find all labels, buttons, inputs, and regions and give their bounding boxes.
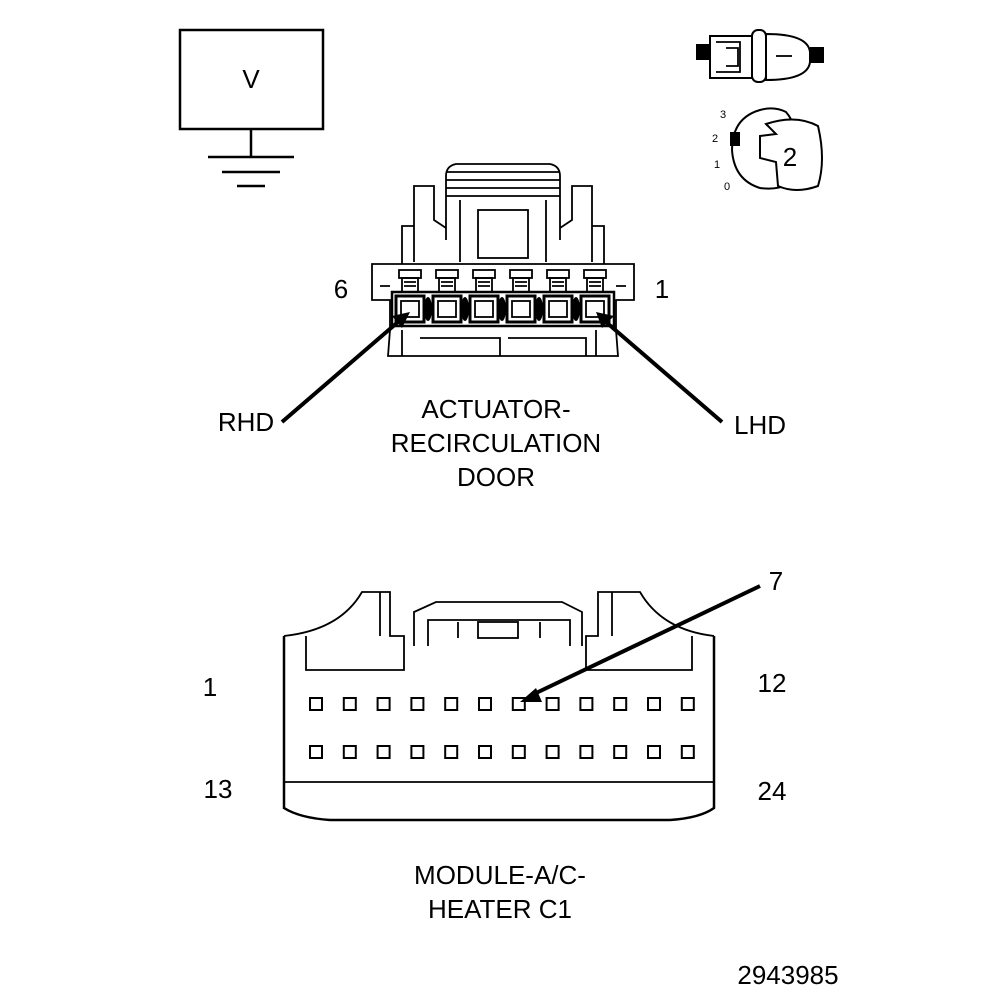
- actuator-terminal-divider: [535, 297, 543, 321]
- module-name-line-1: MODULE-A/C-: [414, 860, 586, 890]
- module-cavity: [680, 697, 695, 711]
- module-cavity: [680, 745, 695, 759]
- ground-icon: [208, 155, 294, 188]
- module-cavity: [309, 697, 323, 711]
- module-cavity: [478, 745, 492, 759]
- rhd-label: RHD: [218, 407, 274, 437]
- module-cavity: [579, 745, 594, 759]
- actuator-name-line-1: ACTUATOR-: [421, 394, 570, 424]
- module-cavity: [478, 697, 492, 711]
- module-cavity: [647, 745, 661, 759]
- actuator-terminal: [542, 269, 574, 324]
- voltmeter-label: V: [242, 64, 260, 94]
- module-cavity: [647, 697, 661, 711]
- figure-id: 2943985: [737, 960, 838, 990]
- module-cavity: [545, 745, 560, 759]
- actuator-terminal-divider: [572, 297, 580, 321]
- actuator-connector-name: ACTUATOR- RECIRCULATION DOOR: [391, 394, 601, 492]
- actuator-pin-1-label: 1: [655, 274, 669, 304]
- actuator-terminal: [468, 269, 500, 324]
- module-cavity: [410, 697, 425, 711]
- position-tick-1: 1: [714, 159, 720, 171]
- module-pin-1-label: 1: [203, 672, 217, 702]
- module-cavity: [342, 697, 357, 711]
- module-cavity: [579, 697, 594, 711]
- module-cavity: [376, 697, 391, 711]
- callout-arrow-rhd: [280, 312, 410, 424]
- actuator-pin-6-label: 6: [334, 274, 348, 304]
- actuator-terminal: [505, 269, 537, 324]
- actuator-connector: [371, 163, 635, 357]
- module-cavity: [376, 745, 391, 759]
- actuator-terminal-divider: [461, 297, 469, 321]
- module-cavity: [545, 697, 560, 711]
- actuator-terminal-divider: [424, 297, 432, 321]
- module-pin-24-label: 24: [758, 776, 787, 806]
- actuator-name-line-3: DOOR: [457, 462, 535, 492]
- module-cavity: [309, 745, 323, 759]
- module-cavity: [342, 745, 357, 759]
- module-cavity: [410, 745, 425, 759]
- position-tick-2: 2: [712, 133, 718, 145]
- position-tick-0: 0: [724, 181, 730, 193]
- lhd-label: LHD: [734, 410, 786, 440]
- module-cavity: [444, 745, 459, 759]
- module-pin-7-callout-label: 7: [769, 566, 783, 596]
- callout-arrow-pin-7: [520, 584, 761, 702]
- callout-arrow-lhd: [596, 312, 724, 424]
- voltmeter-symbol: V: [178, 28, 325, 188]
- module-cavity: [444, 697, 459, 711]
- module-cavity: [511, 745, 526, 759]
- module-connector: [282, 591, 716, 822]
- module-pin-13-label: 13: [204, 774, 233, 804]
- position-selected: 2: [783, 142, 797, 172]
- module-cavity: [613, 697, 628, 711]
- connector-mating-icon: [696, 29, 824, 83]
- position-indicator-icon: 3 2 1 0 2: [712, 107, 823, 193]
- module-pin-12-label: 12: [758, 668, 787, 698]
- actuator-name-line-2: RECIRCULATION: [391, 428, 601, 458]
- actuator-terminal-divider: [498, 297, 506, 321]
- module-name-line-2: HEATER C1: [428, 894, 572, 924]
- actuator-terminal: [431, 269, 463, 324]
- module-connector-name: MODULE-A/C- HEATER C1: [414, 860, 586, 924]
- position-tick-3: 3: [720, 109, 726, 121]
- module-cavity: [613, 745, 628, 759]
